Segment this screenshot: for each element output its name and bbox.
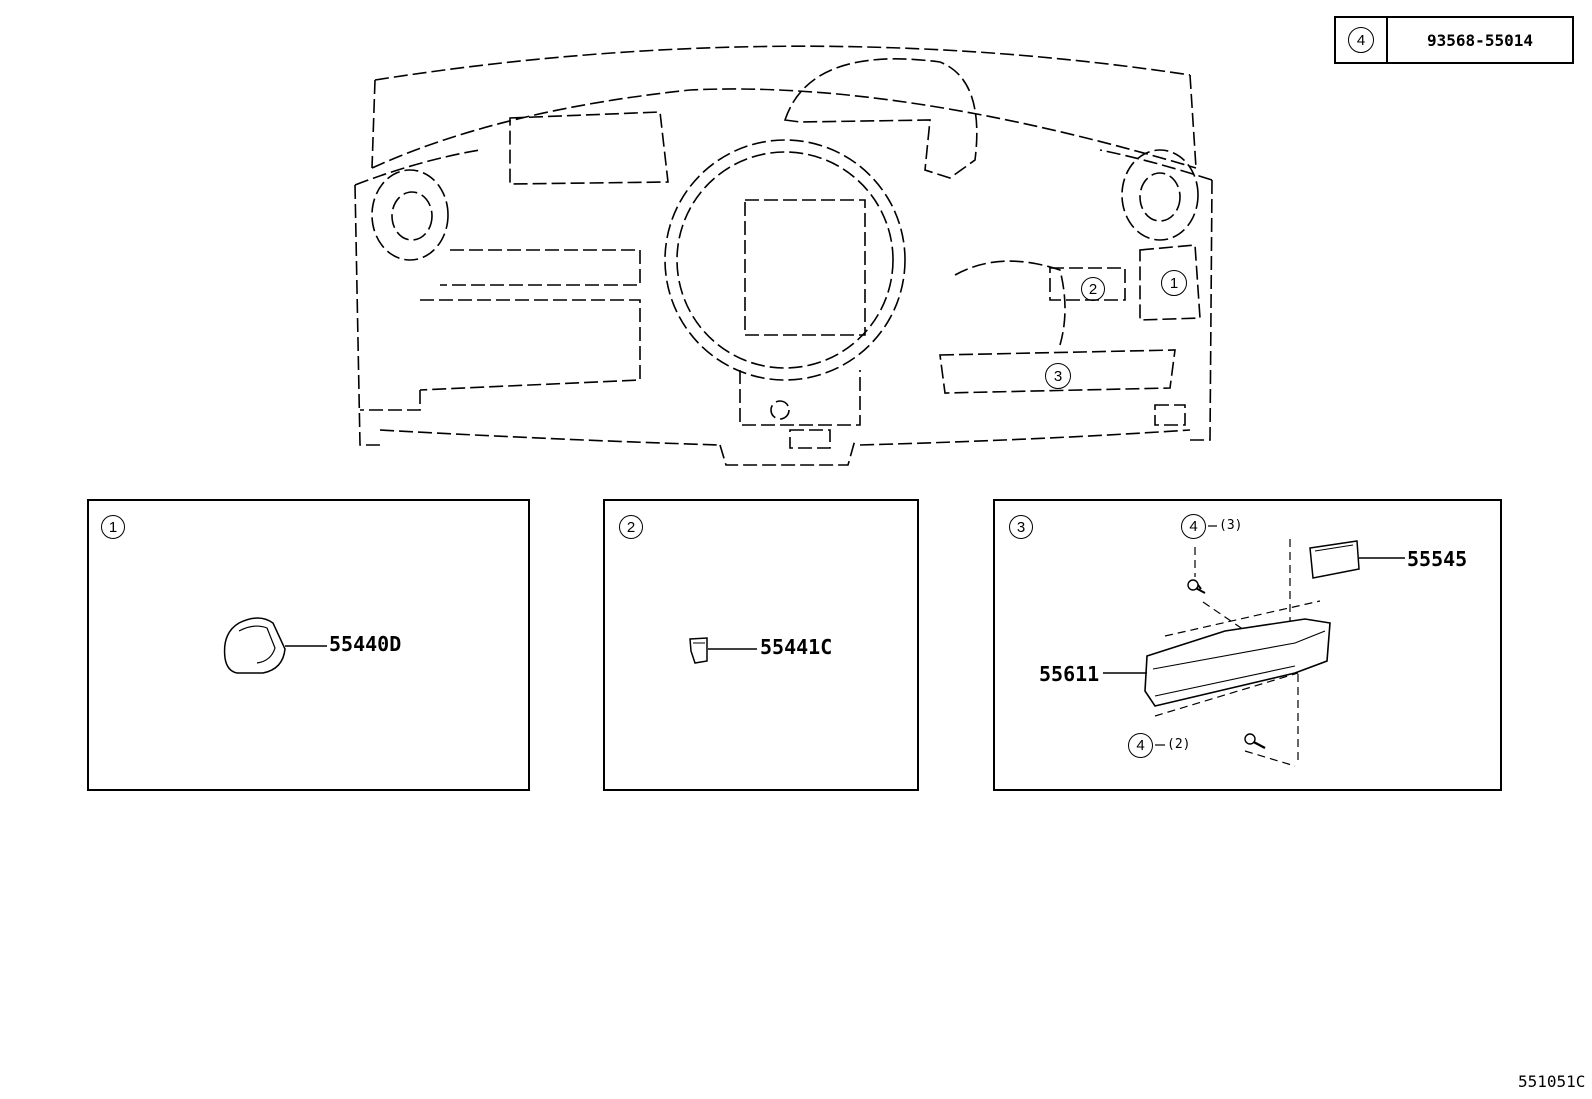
callout-1: 1 [1161, 270, 1187, 296]
fastener-qty-lower: (2) [1167, 737, 1191, 752]
fastener-key-lower: 4 [1128, 733, 1153, 758]
glove-box-part [1103, 618, 1331, 707]
screw-icon [1187, 579, 1206, 594]
panel-2-index: 2 [619, 515, 643, 539]
part-55611-label: 55611 [1039, 662, 1100, 686]
cover-plate-part [1309, 540, 1405, 579]
detail-panel-2: 2 55441C [603, 499, 919, 791]
panel-1-index: 1 [101, 515, 125, 539]
detail-panel-3: 3 [993, 499, 1502, 791]
part-55545-label: 55545 [1407, 547, 1468, 571]
panel-3-index: 3 [1009, 515, 1033, 539]
fastener-qty-upper: (3) [1219, 518, 1243, 533]
knob-part [223, 617, 327, 674]
part-55441C-label: 55441C [760, 635, 833, 659]
callout-3: 3 [1045, 363, 1071, 389]
detail-panel-1: 1 55440D [87, 499, 530, 791]
dashboard-outline [354, 45, 1213, 466]
part-55440D-label: 55440D [329, 632, 402, 656]
legend-part-number: 93568-55014 [1427, 30, 1533, 50]
fastener-key-upper: 4 [1181, 514, 1206, 539]
clip-part [689, 637, 757, 664]
legend-key-cell: 4 [1336, 18, 1388, 62]
panel-3-drawing [1103, 525, 1405, 767]
legend-key-circle: 4 [1348, 27, 1374, 53]
callout-2: 2 [1081, 277, 1105, 301]
figure-code: 551051C [1518, 1072, 1586, 1091]
screw-icon [1244, 733, 1266, 750]
legend-box: 4 93568-55014 [1334, 16, 1574, 64]
